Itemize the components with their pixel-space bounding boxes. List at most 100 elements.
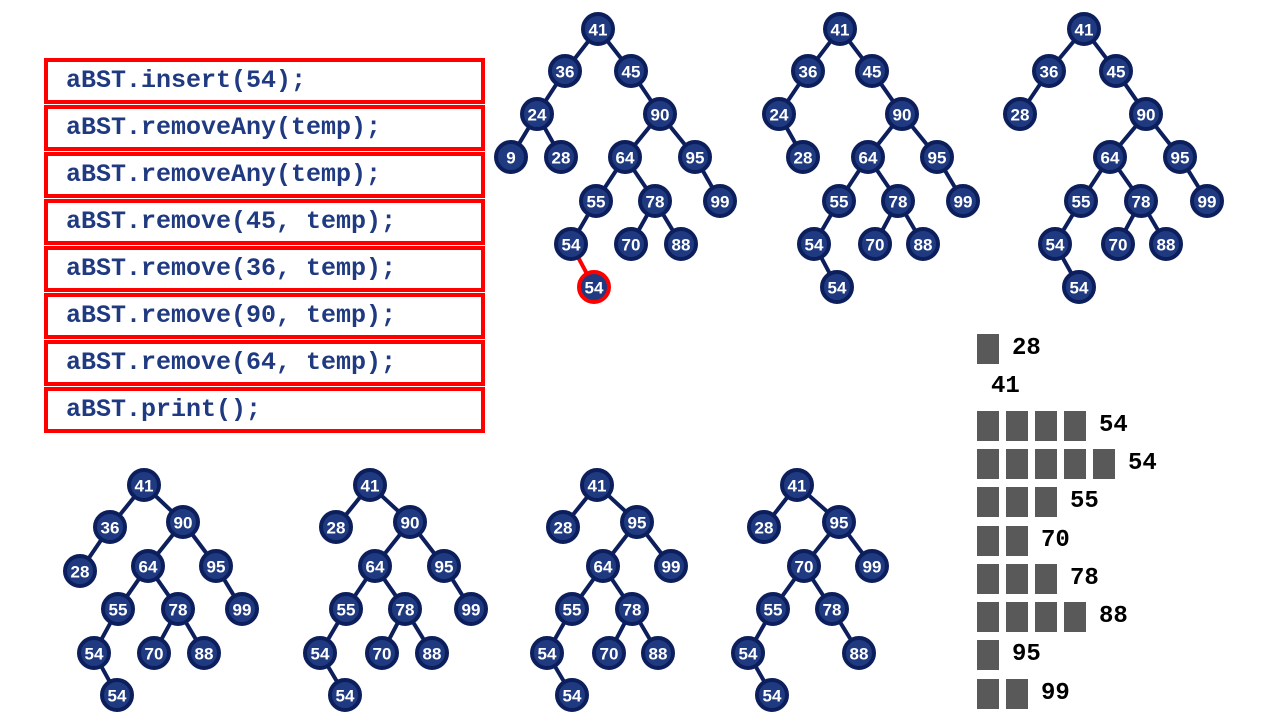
tree-node-54: 54	[303, 636, 337, 670]
indent-bar	[1035, 563, 1057, 594]
tree-node-41: 41	[1067, 12, 1101, 46]
node-circle	[127, 468, 161, 502]
node-label: 54	[739, 645, 758, 664]
node-circle	[319, 510, 353, 544]
node-label: 64	[366, 558, 385, 577]
indent-bar	[1035, 602, 1057, 633]
tree-edge	[124, 577, 142, 598]
node-circle	[579, 184, 613, 218]
indent-bar	[977, 448, 999, 479]
tree-node-28: 28	[1003, 97, 1037, 131]
indent-bar	[977, 410, 999, 441]
indent-bar	[1035, 410, 1057, 441]
indent-bar	[977, 487, 999, 518]
tree-edge	[379, 493, 401, 514]
node-label: 36	[799, 63, 818, 82]
node-label: 55	[587, 193, 606, 212]
node-label: 45	[622, 63, 641, 82]
tree-edge	[99, 621, 113, 641]
tree-edge	[159, 621, 173, 641]
node-circle	[137, 636, 171, 670]
tree-edge	[190, 532, 209, 556]
tree-edge	[667, 124, 688, 147]
node-circle	[187, 636, 221, 670]
node-label: 28	[755, 519, 774, 538]
node-label: 90	[651, 106, 670, 125]
node-label: 54	[1070, 279, 1089, 298]
tree-node-64: 64	[1093, 140, 1127, 174]
node-label: 64	[139, 558, 158, 577]
node-circle	[388, 592, 422, 626]
node-label: 78	[823, 601, 842, 620]
node-circle	[303, 636, 337, 670]
node-circle	[577, 270, 611, 304]
tree-node-99: 99	[1190, 184, 1224, 218]
node-circle	[1099, 54, 1133, 88]
tree-node-99: 99	[946, 184, 980, 218]
tree-edge	[411, 620, 426, 642]
code-line-print: aBST.print();	[44, 387, 485, 433]
node-label: 70	[600, 645, 619, 664]
print-row: 95	[977, 637, 1177, 673]
node-label: 78	[169, 601, 188, 620]
node-label: 88	[914, 236, 933, 255]
tree-edge	[1061, 212, 1075, 233]
tree-edge	[810, 577, 826, 598]
node-circle	[328, 678, 362, 712]
tree-edge	[572, 39, 591, 61]
node-circle	[756, 592, 790, 626]
node-circle	[166, 505, 200, 539]
node-circle	[747, 510, 781, 544]
tree-edge	[542, 126, 556, 145]
tree-edge	[1118, 124, 1138, 147]
node-label: 36	[556, 63, 575, 82]
tree-node-70: 70	[1101, 227, 1135, 261]
tree-edge	[1060, 256, 1074, 275]
print-value: 99	[1041, 679, 1070, 707]
node-label: 95	[628, 514, 647, 533]
tree-node-70: 70	[137, 636, 171, 670]
tree-node-78: 78	[815, 592, 849, 626]
node-label: 64	[616, 149, 635, 168]
node-label: 28	[327, 519, 346, 538]
node-circle	[1032, 54, 1066, 88]
node-label: 88	[195, 645, 214, 664]
node-circle	[762, 97, 796, 131]
tree-node-64: 64	[131, 549, 165, 583]
print-value: 54	[1099, 411, 1128, 439]
node-label: 36	[1040, 63, 1059, 82]
print-value: 78	[1070, 564, 1099, 592]
node-circle	[586, 549, 620, 583]
tree-edge	[153, 493, 174, 514]
node-label: 99	[954, 193, 973, 212]
node-label: 54	[562, 236, 581, 255]
node-label: 70	[373, 645, 392, 664]
code-line-remove-64: aBST.remove(64, temp);	[44, 340, 485, 386]
node-circle	[1067, 12, 1101, 46]
tree-edge	[222, 577, 236, 598]
tree-node-64: 64	[586, 549, 620, 583]
node-label: 95	[207, 558, 226, 577]
tree-edge	[815, 39, 833, 61]
indent-bar	[1093, 448, 1115, 479]
node-circle	[581, 12, 615, 46]
tree-node-64: 64	[608, 140, 642, 174]
tree-node-54: 54	[328, 678, 362, 712]
node-circle	[520, 97, 554, 131]
tree-node-88: 88	[415, 636, 449, 670]
node-label: 45	[863, 63, 882, 82]
node-circle	[815, 592, 849, 626]
node-label: 54	[585, 279, 604, 298]
tree-node-90: 90	[643, 97, 677, 131]
print-row: 99	[977, 676, 1177, 712]
node-label: 41	[361, 477, 380, 496]
node-label: 54	[85, 645, 104, 664]
tree-edge	[942, 168, 958, 190]
node-circle	[544, 140, 578, 174]
indent-bar	[1006, 563, 1028, 594]
tree-node-36: 36	[93, 510, 127, 544]
node-label: 78	[889, 193, 908, 212]
indent-bar	[1035, 448, 1057, 479]
tree-node-54: 54	[554, 227, 588, 261]
